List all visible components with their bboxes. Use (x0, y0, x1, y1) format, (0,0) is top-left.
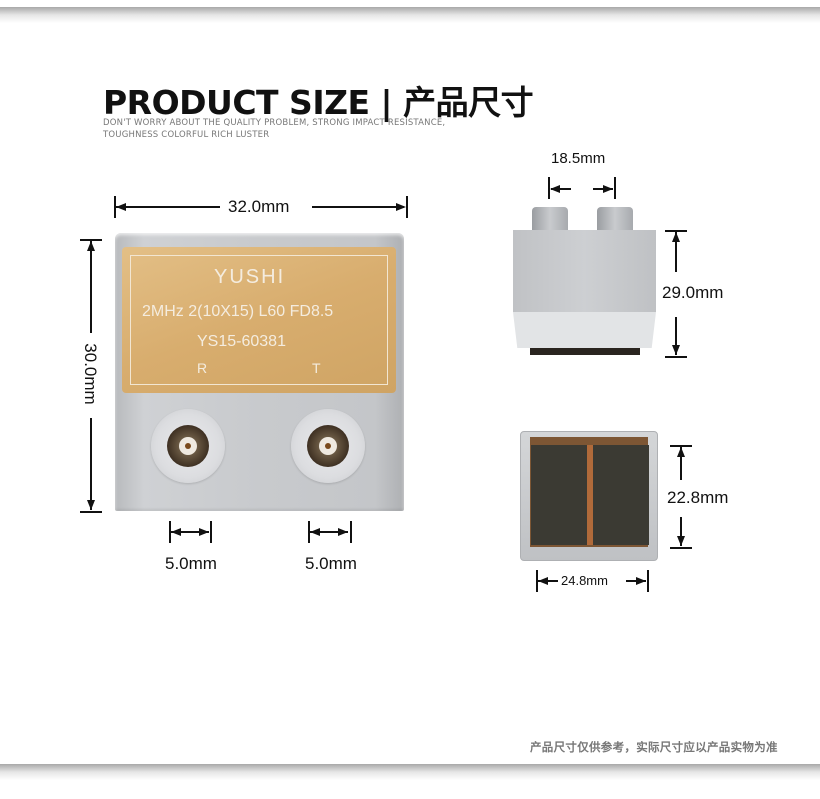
dim-tick (614, 177, 616, 199)
page-subtitle: DON'T WORRY ABOUT THE QUALITY PROBLEM, S… (103, 117, 445, 141)
dim-line (680, 517, 682, 546)
dim-tick (665, 356, 687, 358)
dim-tick (350, 521, 352, 543)
dim-line (116, 206, 220, 208)
connector-left-label: 5.0mm (165, 554, 217, 573)
dim-line (675, 317, 677, 355)
dim-tick (670, 547, 692, 549)
dim-tick (80, 239, 102, 241)
plate-model: YS15-60381 (197, 333, 286, 350)
dim-tick (308, 521, 310, 543)
transducer-side-body (513, 230, 656, 312)
arrow-down-icon (87, 500, 95, 510)
arrow-left-icon (310, 528, 320, 536)
bottom-shadow-band (0, 764, 820, 780)
footer-disclaimer: 产品尺寸仅供参考，实际尺寸应以产品实物为准 (530, 740, 778, 754)
dim-line (538, 580, 558, 582)
dim-line (310, 531, 348, 533)
dim-line (90, 241, 92, 333)
arrow-up-icon (677, 447, 685, 457)
arrow-down-icon (677, 536, 685, 546)
front-height-label: 30.0mm (81, 343, 100, 405)
dim-line (312, 206, 404, 208)
arrow-right-icon (603, 185, 613, 193)
dim-line (680, 447, 682, 480)
crystal-divider (587, 445, 593, 545)
connector-peg (597, 207, 633, 231)
dim-tick (536, 570, 538, 592)
side-height-label: 29.0mm (662, 283, 724, 302)
dim-tick (210, 521, 212, 543)
nameplate-border (130, 255, 388, 385)
arrow-up-icon (87, 241, 95, 251)
peg-spacing-label: 18.5mm (551, 150, 606, 167)
front-width-label: 32.0mm (228, 197, 290, 216)
arrow-right-icon (199, 528, 209, 536)
dim-tick (406, 196, 408, 218)
connector-peg (532, 207, 568, 231)
arrow-right-icon (338, 528, 348, 536)
plate-spec: 2MHz 2(10X15) L60 FD8.5 (142, 303, 334, 320)
connector-r-icon (151, 409, 225, 483)
connector-t-icon (291, 409, 365, 483)
arrow-left-icon (171, 528, 181, 536)
top-shadow-band (0, 7, 820, 23)
arrow-left-icon (550, 185, 560, 193)
crystal-element (593, 445, 649, 545)
dim-line (675, 232, 677, 272)
transducer-side-wedge (513, 312, 656, 348)
dim-tick (647, 570, 649, 592)
dim-tick (670, 445, 692, 447)
bottom-width-label: 24.8mm (561, 573, 608, 588)
plate-brand: YUSHI (214, 266, 286, 288)
dim-tick (548, 177, 550, 199)
plate-port-t: T (312, 360, 321, 376)
dim-line (171, 531, 209, 533)
arrow-up-icon (672, 232, 680, 242)
transducer-side-base (530, 348, 640, 355)
bottom-height-label: 22.8mm (667, 488, 729, 507)
plate-port-r: R (197, 360, 208, 376)
dim-tick (80, 511, 102, 513)
dim-line (551, 188, 571, 190)
dim-tick (114, 196, 116, 218)
dim-tick (169, 521, 171, 543)
page-title: PRODUCT SIZE | 产品尺寸 (103, 83, 534, 122)
connector-right-label: 5.0mm (305, 554, 357, 573)
nameplate (122, 247, 396, 393)
dim-tick (665, 230, 687, 232)
subtitle-line-2: TOUGHNESS COLORFUL RICH LUSTER (103, 130, 270, 140)
subtitle-line-1: DON'T WORRY ABOUT THE QUALITY PROBLEM, S… (103, 118, 446, 128)
arrow-down-icon (672, 345, 680, 355)
dim-line (90, 418, 92, 510)
crystal-element (531, 445, 587, 545)
arrow-left-icon (116, 203, 126, 211)
arrow-right-icon (636, 577, 646, 585)
arrow-right-icon (396, 203, 406, 211)
arrow-left-icon (538, 577, 548, 585)
